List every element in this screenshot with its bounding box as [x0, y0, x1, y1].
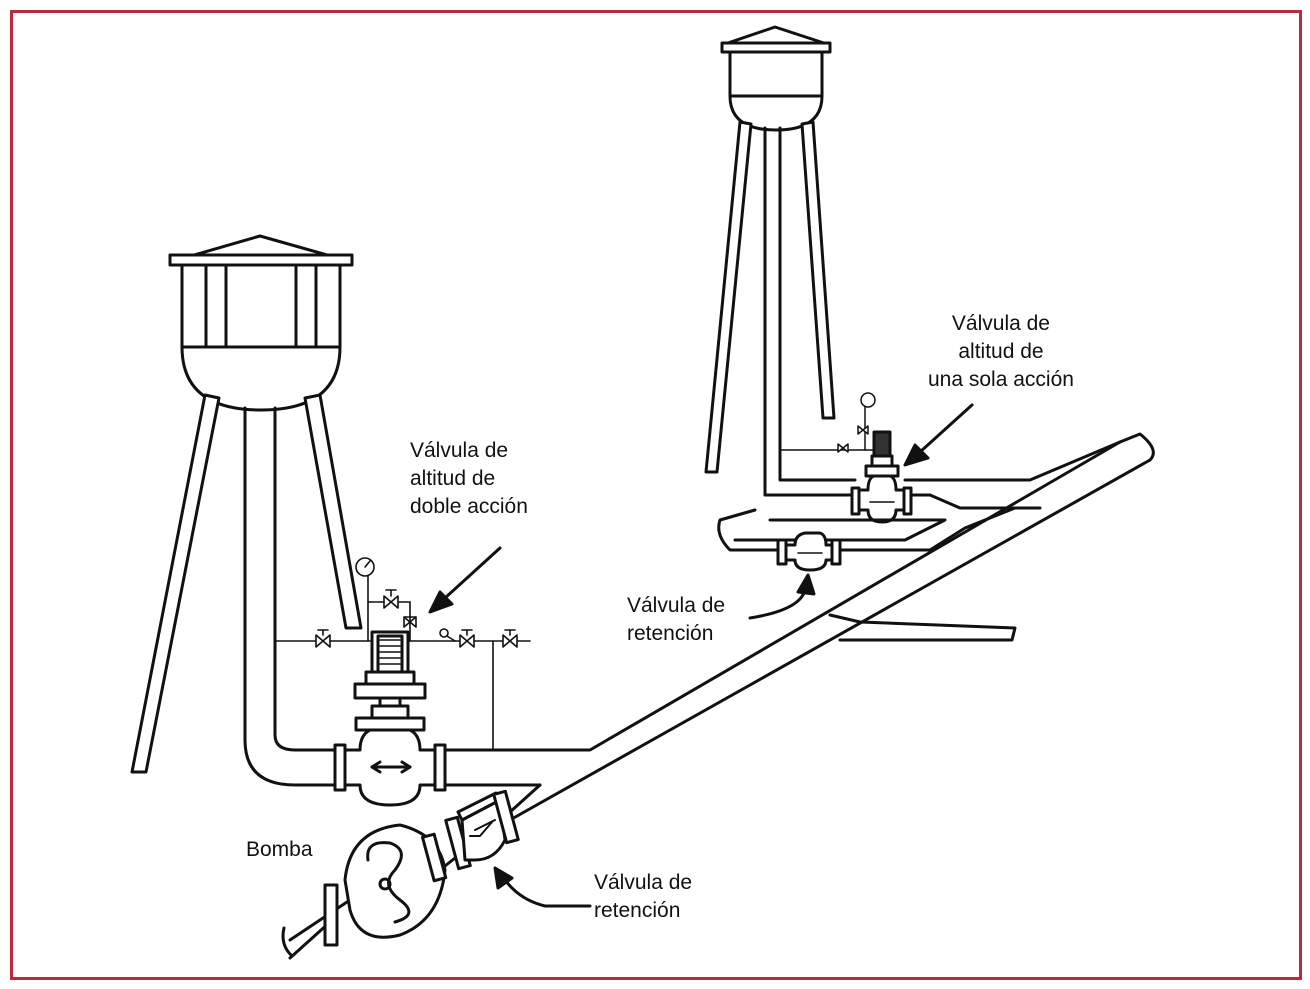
- label-line: Válvula de: [410, 439, 509, 462]
- label-line: Válvula de: [951, 312, 1050, 335]
- label-line: altitud de: [958, 340, 1044, 363]
- label-pump: Bomba: [246, 836, 313, 864]
- right-water-tower: [704, 25, 1155, 497]
- label-double-action-valve: Válvula de altitud de doble acción: [410, 437, 528, 521]
- label-line: Válvula de: [627, 594, 726, 617]
- label-check-valve-lower: Válvula de retención: [594, 869, 692, 925]
- label-line: una sola acción: [928, 368, 1074, 391]
- label-line: doble acción: [410, 495, 528, 518]
- label-check-valve-upper: Válvula de retención: [627, 592, 725, 648]
- label-single-action-valve: Válvula de altitud de una sola acción: [928, 310, 1074, 394]
- label-line: retención: [627, 622, 714, 645]
- label-line: altitud de: [410, 467, 496, 490]
- double-action-valve-assembly: [274, 440, 1152, 832]
- left-water-tower: [130, 234, 363, 787]
- label-line: retención: [594, 899, 681, 922]
- pump-assembly: [281, 789, 520, 960]
- single-action-valve-assembly: [717, 392, 1042, 642]
- callout-arrows: [428, 403, 974, 908]
- label-line: Válvula de: [594, 871, 693, 894]
- diagram-frame: [10, 10, 1302, 980]
- label-line: Bomba: [246, 838, 313, 861]
